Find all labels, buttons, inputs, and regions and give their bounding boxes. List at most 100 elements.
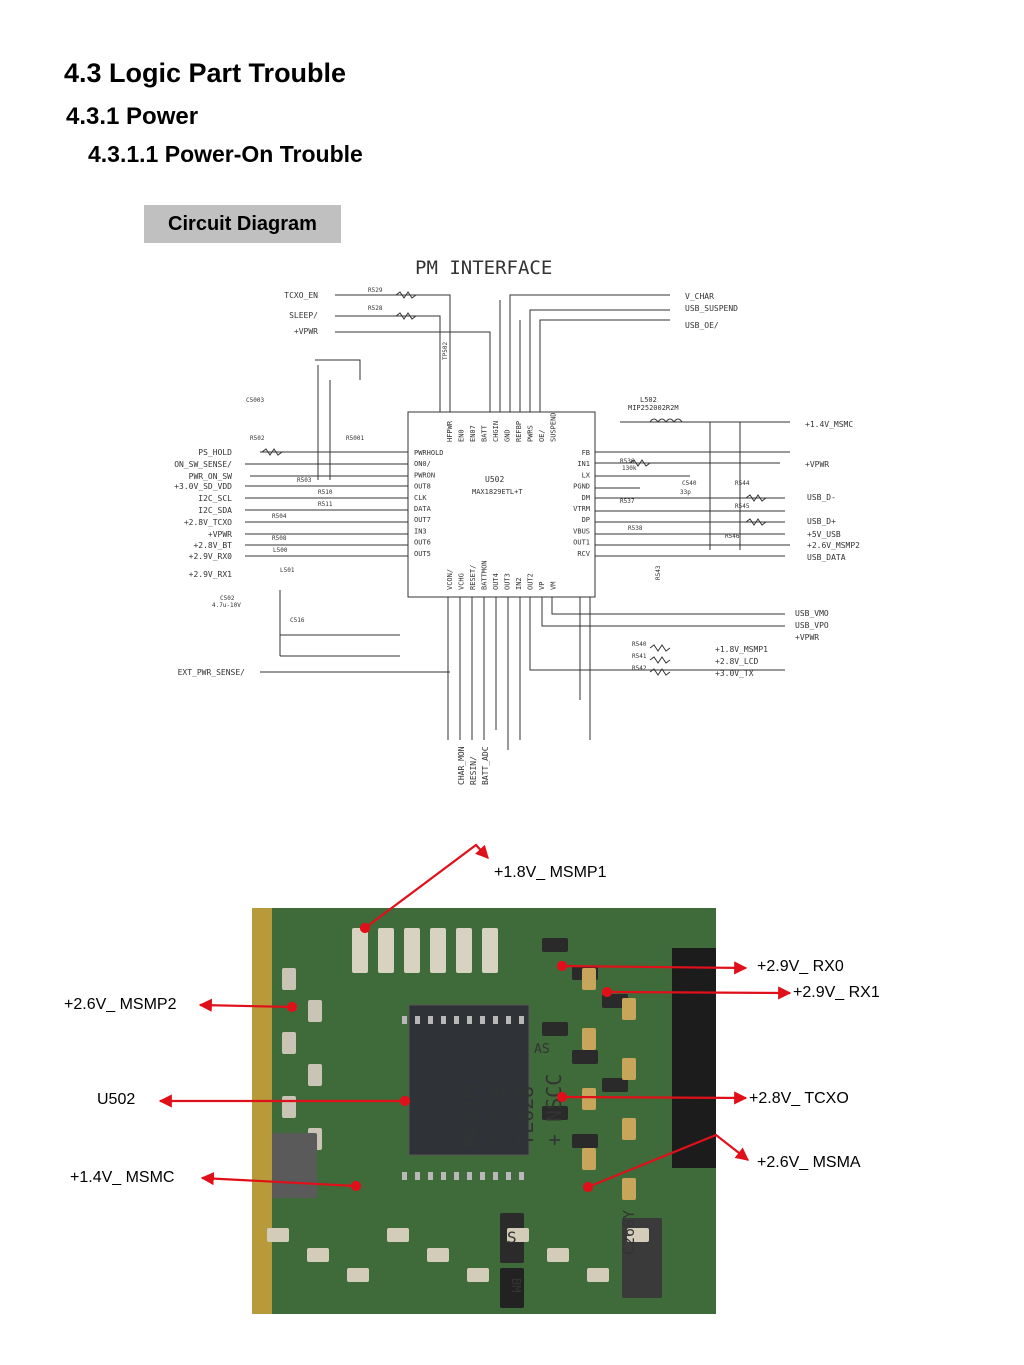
component-label: R536 [620, 458, 635, 465]
smd-tantalum [582, 1088, 596, 1110]
dot-msmp1 [359, 922, 371, 934]
net-label-right: +3.0V_TX [715, 669, 754, 678]
net-label-left: +2.8V_BT [193, 541, 232, 550]
smd-tantalum [582, 968, 596, 990]
component-label: R529 [368, 287, 383, 294]
chip-marking-line: 1829E [486, 1086, 510, 1146]
chip-pin-pad [506, 1016, 511, 1024]
chip-pin-pad [441, 1172, 446, 1180]
chip-pin-pad [519, 1172, 524, 1180]
smd-resistor [387, 1228, 409, 1242]
bm-part [500, 1268, 524, 1308]
chip-pin-top: EN07 [469, 425, 477, 442]
chip-pin-pad [493, 1016, 498, 1024]
net-label-right: +VPWR [805, 460, 829, 469]
chip-pin-pad [428, 1172, 433, 1180]
smd-resistor [427, 1248, 449, 1262]
smd-tantalum [622, 1058, 636, 1080]
chip-pin-right: OUT1 [573, 539, 590, 547]
smd-part [572, 1050, 598, 1064]
pm-interface-schematic: PM INTERFACE U502 MAX1829ETL+T L502 MIP2… [174, 257, 860, 785]
u502-chip-photo [408, 1004, 530, 1156]
chip-pin-pad [480, 1172, 485, 1180]
component-label: R511 [318, 501, 333, 508]
chip-marking-line: + NSCC [542, 1074, 566, 1146]
net-label-left: I2C_SDA [198, 506, 232, 515]
chip-pin-top: BATT [481, 424, 489, 442]
net-label-right: USB_VMO [795, 609, 829, 618]
component-label: L501 [280, 567, 295, 574]
marking-c260y: C260Y [620, 1210, 638, 1255]
component-label: R504 [272, 513, 287, 520]
smd-tantalum [622, 998, 636, 1020]
component-label: C540 [682, 480, 697, 487]
callout-msmc: +1.4V_ MSMC [70, 1169, 175, 1186]
subsubsection-heading: 4.3.1.1 Power-On Trouble [88, 141, 363, 167]
smd-resistor [547, 1248, 569, 1262]
chip-pin-pad [506, 1172, 511, 1180]
smd-part [602, 994, 628, 1008]
gold-contact-strip [252, 908, 272, 1314]
chip-pin-top: HFPWR [446, 420, 454, 442]
component-label: R546 [725, 533, 740, 540]
chip-pin-right: VBUS [573, 527, 590, 535]
net-label-left: EXT_PWR_SENSE/ [178, 668, 246, 677]
component-label: R542 [632, 665, 647, 672]
smd-resistor [347, 1268, 369, 1282]
smd-part [542, 1022, 568, 1036]
component-label: C5003 [246, 397, 264, 404]
chip-pin-pad [519, 1016, 524, 1024]
net-label-right: USB_D- [807, 493, 836, 502]
smd-resistor [587, 1268, 609, 1282]
chip-pin-left: OUT7 [414, 516, 431, 524]
smd-resistor [308, 1064, 322, 1086]
chip-pin-pad [428, 1016, 433, 1024]
net-label-bottom: BATT_ADC [481, 746, 490, 785]
smd-resistor [467, 1268, 489, 1282]
smd-capacitor [378, 928, 394, 973]
marking-as: AS [534, 1042, 550, 1057]
net-label-right: +5V_USB [807, 530, 841, 539]
chip-pin-bottom: IN2 [515, 577, 523, 590]
circuit-diagram-tag-label: Circuit Diagram [168, 212, 317, 235]
smd-resistor [627, 1228, 649, 1242]
chip-pin-bottom: OUT3 [504, 573, 512, 590]
chip-pin-left: OUT6 [414, 539, 431, 547]
net-label-right: USB_VPO [795, 621, 829, 630]
chip-pin-pad [441, 1016, 446, 1024]
smd-resistor [282, 968, 296, 990]
arrow-tcxo [561, 1091, 748, 1105]
net-label-right: V_CHAR [685, 292, 714, 301]
smd-resistor [308, 1000, 322, 1022]
chip-pin-top: SUSPEND [550, 412, 558, 442]
arrow-msmc [200, 1172, 357, 1188]
arrow-msma [587, 1133, 750, 1189]
circuit-diagram-tag: Circuit Diagram [144, 205, 341, 243]
chip-pin-bottom: OUT4 [492, 573, 500, 590]
net-label-left: +VPWR [208, 530, 232, 539]
chip-part: MAX1829ETL+T [472, 488, 523, 496]
chip-pin-right: RCV [577, 550, 590, 558]
smd-capacitor [482, 928, 498, 973]
component-label: R537 [620, 498, 635, 505]
chip-pin-bottom: VCON/ [446, 569, 454, 590]
smd-tantalum [622, 1118, 636, 1140]
marking-bm: BM [509, 1278, 523, 1292]
net-label-right: +1.8V_MSMP1 [715, 645, 768, 654]
net-label-right: +2.6V_MSMP2 [807, 541, 860, 550]
chip-pin-pad [454, 1016, 459, 1024]
component-label: R541 [632, 653, 647, 660]
net-label-right: +1.4V_MSMC [805, 420, 853, 429]
chip-pin-left: PWRHOLD [414, 449, 444, 457]
component-label: C502 [220, 595, 235, 602]
component-label: C516 [290, 617, 305, 624]
smd-resistor [307, 1248, 329, 1262]
component-label: R5001 [346, 435, 364, 442]
chip-pin-right: DP [582, 516, 590, 524]
chip-pin-right: IN1 [577, 460, 590, 468]
component-label: R544 [735, 480, 750, 487]
callout-u502: U502 [97, 1091, 136, 1108]
arrow-rx1 [606, 986, 792, 1000]
component-label: R528 [368, 305, 383, 312]
